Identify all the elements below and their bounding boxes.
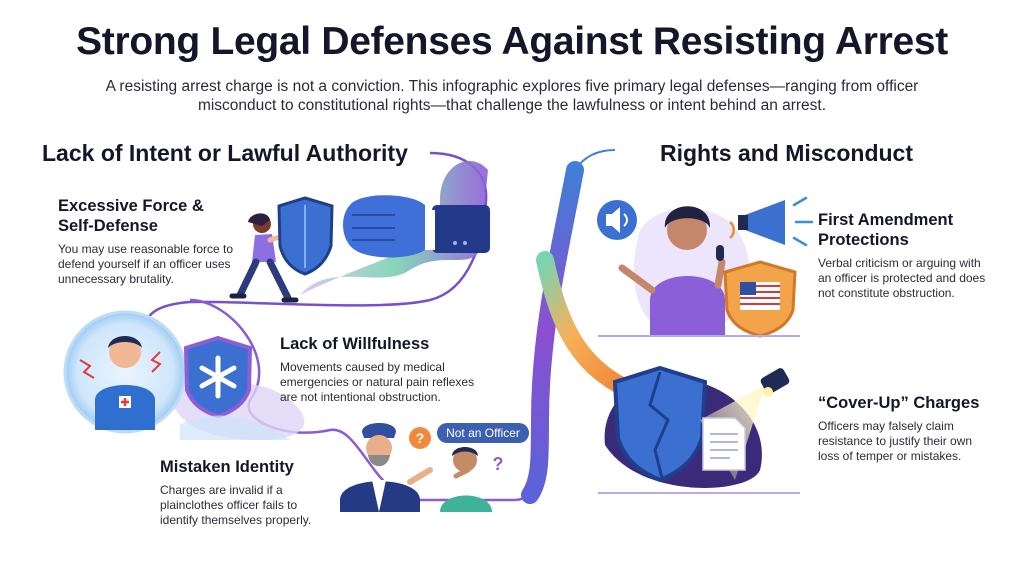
wave-shape [300,161,488,295]
item-body: You may use reasonable force to defend y… [58,242,234,286]
path-top-line [574,149,616,171]
not-an-officer-badge: Not an Officer [437,423,529,443]
section-heading-right: Rights and Misconduct [660,140,913,166]
item-title-line1: Lack of Willfulness [280,335,430,353]
item-body: Movements caused by medical emergencies … [280,360,475,404]
defense-mistaken-identity: Mistaken Identity Charges are invalid if… [160,457,320,528]
main-path [521,161,584,504]
officer-icon [340,423,433,512]
item-body: Officers may falsely claim resistance to… [818,419,973,463]
confused-person-icon [440,447,492,512]
speaking-woman-icon [618,206,726,335]
svg-text:?: ? [493,454,504,474]
cloud-shape [180,415,290,440]
medical-shield-icon [183,335,253,419]
item-title-line1: Mistaken Identity [160,458,294,476]
item-title-line2: Self-Defense [58,217,158,235]
section-heading-left: Lack of Intent or Lawful Authority [42,140,408,166]
defense-lack-of-willfulness: Lack of Willfulness Movements caused by … [280,334,480,405]
spotlight-icon [760,368,790,397]
shield-icon [277,196,334,276]
item-body: Charges are invalid if a plainclothes of… [160,483,312,527]
broken-shield-icon [612,365,708,483]
page-title: Strong Legal Defenses Against Resisting … [76,20,948,63]
connector-path-bottom [189,298,542,502]
defense-excessive-force: Excessive Force & Self-Defense You may u… [58,196,238,287]
defense-first-amendment: First Amendment Protections Verbal criti… [818,210,988,301]
speaker-icon [597,200,637,240]
defense-cover-up: “Cover-Up” Charges Officers may falsely … [818,393,988,464]
question-icon: ? ? [409,427,504,474]
item-body: Verbal criticism or arguing with an offi… [818,256,986,300]
item-title-line1: First Amendment [818,211,954,229]
item-title-line2: Protections [818,231,909,249]
item-title-line1: Excessive Force & [58,197,204,215]
item-title-line1: “Cover-Up” Charges [818,394,980,412]
page-subtitle: A resisting arrest charge is not a convi… [105,78,919,114]
fist-icon [343,195,490,258]
megaphone-icon [729,196,814,247]
svg-text:?: ? [416,430,425,446]
flag-shield-icon [723,260,797,338]
pained-person-icon [63,310,187,434]
document-icon [702,417,746,471]
